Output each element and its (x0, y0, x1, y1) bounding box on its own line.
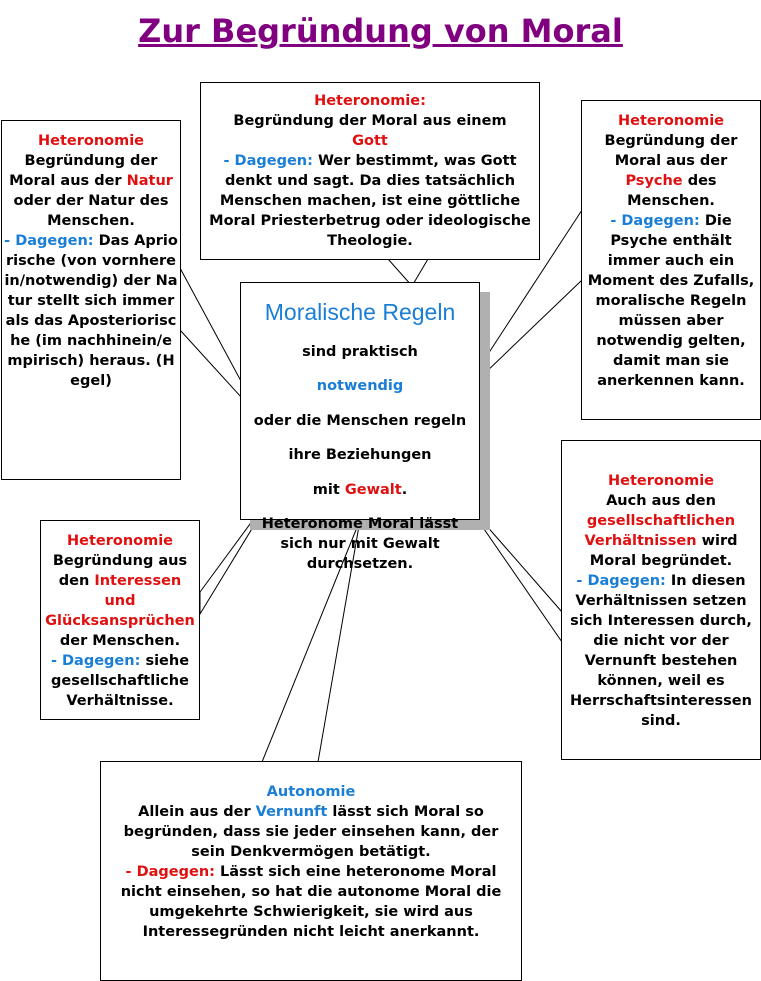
center-heading: Moralische Regeln (264, 299, 456, 325)
box-paragraph: Auch aus den gesellschaftlichen Verhältn… (564, 491, 758, 571)
center-line: oder die Menschen regeln (253, 412, 467, 429)
box-label: Heteronomie (66, 533, 174, 549)
box-label: Heteronomie: (314, 93, 426, 109)
box-text: des Menschen. (627, 173, 717, 209)
box-highlight: Psyche (625, 173, 683, 189)
box-highlight: Natur (126, 173, 173, 189)
center-box-moralische-regeln: Moralische Regeln sind praktisch notwend… (240, 282, 480, 572)
box-dagegen-paragraph: - Dagegen: Das Apriorische (von vornhere… (4, 231, 178, 391)
box-paragraph: Allein aus der Vernunft lässt sich Moral… (109, 802, 513, 862)
box-text: Die Psyche enthält immer auch ein Moment… (587, 213, 755, 389)
box-paragraph: Begründung der Moral aus der Natur oder … (4, 151, 178, 231)
box-heteronomie-psyche: Heteronomie Begründung der Moral aus der… (581, 100, 761, 420)
box-label: Heteronomie (607, 473, 715, 489)
page-title: Zur Begründung von Moral (138, 12, 623, 50)
center-text: . (401, 481, 408, 498)
connector-gesellschaft (463, 499, 563, 644)
box-highlight: Vernunft (255, 804, 328, 820)
box-text: Begründung der Moral aus der (604, 133, 738, 169)
box-heteronomie-interessen: Heteronomie Begründung aus den Interesse… (40, 520, 200, 720)
box-highlight: Interessen und Glücksansprüchen (45, 573, 195, 629)
box-paragraph: Begründung der Moral aus der Psyche des … (584, 131, 758, 211)
box-dagegen-paragraph: - Dagegen: Lässt sich eine heteronome Mo… (109, 862, 513, 942)
box-text: In diesen Verhältnissen setzen sich Inte… (570, 573, 752, 729)
dagegen-label: - Dagegen: (576, 573, 666, 589)
box-dagegen-paragraph: - Dagegen: siehe gesellschaftliche Verhä… (43, 651, 197, 711)
box-heteronomie-gott: Heteronomie: Begründung der Moral aus ei… (200, 82, 540, 260)
box-heteronomie-natur: Heteronomie Begründung der Moral aus der… (1, 120, 181, 480)
box-label: Heteronomie (37, 133, 145, 149)
center-highlight-gewalt: Gewalt (344, 481, 402, 498)
box-dagegen-paragraph: - Dagegen: Wer bestimmt, was Gott denkt … (203, 151, 537, 251)
box-text: Wer bestimmt, was Gott denkt und sagt. D… (209, 153, 531, 249)
box-text: der Menschen. (59, 633, 181, 649)
box-label: Heteronomie (617, 113, 725, 129)
box-autonomie: Autonomie Allein aus der Vernunft lässt … (100, 761, 522, 981)
center-line: Heteronome Moral lässt sich nur mit Gewa… (261, 516, 459, 572)
box-text: siehe gesellschaftliche Verhältnisse. (51, 653, 190, 709)
box-paragraph: Begründung aus den Interessen und Glücks… (43, 551, 197, 651)
center-line: sind praktisch (302, 343, 418, 360)
dagegen-label: - Dagegen: (50, 653, 141, 669)
box-text: Begründung der Moral aus der (9, 153, 158, 189)
box-dagegen-paragraph: - Dagegen: In diesen Verhältnissen setze… (564, 571, 758, 731)
dagegen-label: - Dagegen: (125, 864, 215, 880)
box-text: oder der Natur des Menschen. (13, 193, 169, 229)
box-heteronomie-gesellschaft: Heteronomie Auch aus den gesellschaftlic… (561, 440, 761, 760)
center-line-gewalt: mit Gewalt. (245, 480, 475, 500)
box-text: Begründung der Moral aus einem (233, 113, 507, 129)
dagegen-label: - Dagegen: (4, 233, 94, 249)
center-highlight-notwendig: notwendig (316, 378, 404, 394)
box-text: wird Moral begründet. (589, 533, 738, 569)
dagegen-label: - Dagegen: (610, 213, 700, 229)
center-line: ihre Beziehungen (288, 447, 432, 463)
box-label: Autonomie (266, 784, 356, 800)
box-text: Auch aus den (606, 493, 716, 509)
center-text: mit (312, 481, 345, 498)
box-text: Das Apriorische (von vornherein/notwendi… (4, 233, 178, 389)
dagegen-label: - Dagegen: (223, 153, 313, 169)
box-text: Lässt sich eine heteronome Moral nicht e… (120, 864, 502, 940)
box-highlight: Gott (352, 133, 388, 149)
box-highlight: gesellschaftlichen Verhältnissen (584, 513, 736, 549)
box-text: Begründung aus den (52, 553, 188, 589)
box-text: Allein aus der (138, 804, 256, 820)
box-text: lässt sich Moral so begründen, dass sie … (123, 804, 499, 860)
box-dagegen-paragraph: - Dagegen: Die Psyche enthält immer auch… (584, 211, 758, 391)
